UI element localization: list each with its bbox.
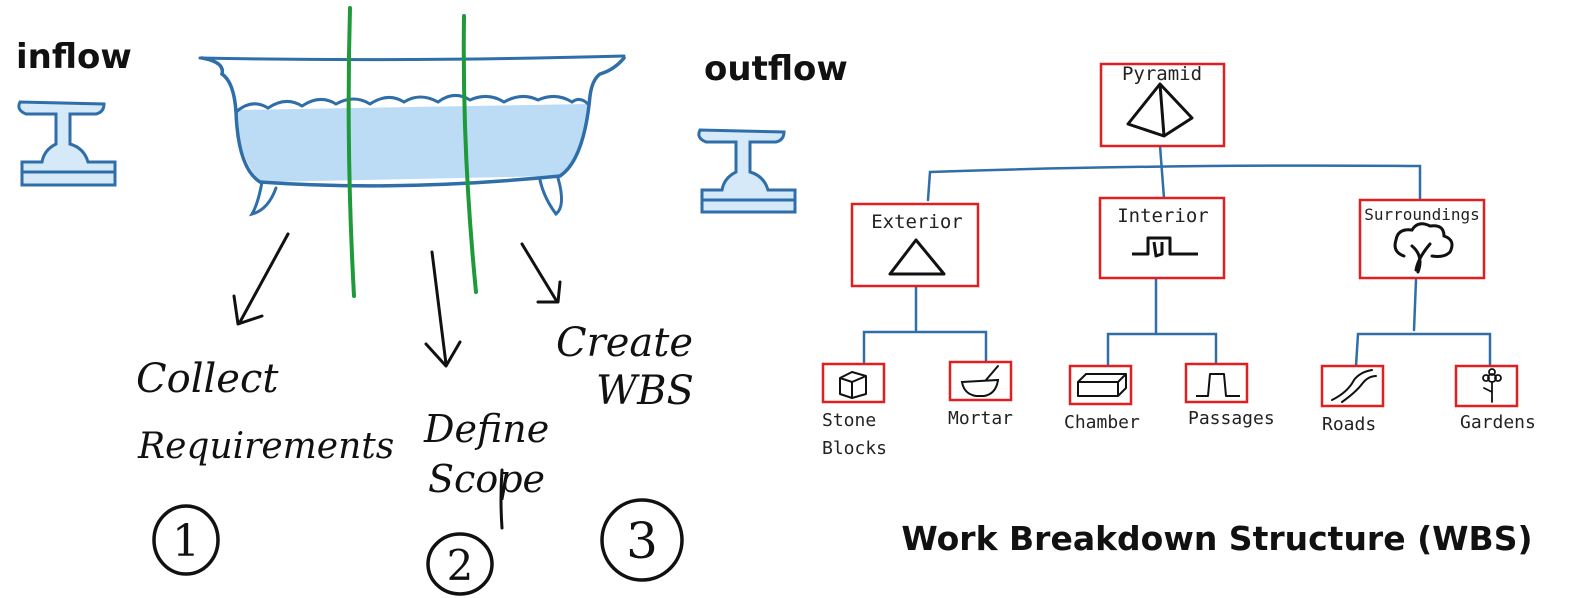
wbs-node-exterior-label: Exterior — [871, 211, 963, 233]
outflow-label: outflow — [704, 49, 848, 89]
step-1-line-2: Requirements — [137, 426, 394, 467]
wbs-connectors — [862, 144, 1492, 368]
wbs-node-roads: Roads — [1320, 364, 1385, 435]
triangle-icon — [888, 238, 946, 276]
bathtub-icon — [198, 54, 626, 217]
wbs-node-interior-label: Interior — [1117, 205, 1209, 227]
divider-line-2 — [461, 14, 478, 294]
chamber-box-icon — [1077, 373, 1127, 397]
step-3-number-badge: 3 — [600, 498, 684, 582]
wbs-node-roads-label: Roads — [1322, 414, 1376, 435]
step-3-line-1: Create — [556, 320, 693, 366]
pyramid-icon — [1126, 82, 1194, 138]
step-2-number-badge: 2 — [426, 532, 494, 596]
passage-icon — [1196, 373, 1240, 397]
step-1-line-1: Collect — [136, 356, 279, 402]
wbs-node-chamber-label: Chamber — [1064, 412, 1140, 433]
wbs-title: Work Breakdown Structure (WBS) — [901, 519, 1532, 558]
arrow-to-create — [520, 242, 562, 304]
wbs-node-passages-label: Passages — [1188, 408, 1275, 429]
wbs-node-gardens-label: Gardens — [1460, 412, 1536, 433]
wbs-node-surroundings-label: Surroundings — [1364, 205, 1480, 224]
wbs-node-interior: Interior — [1098, 196, 1226, 280]
wbs-node-mortar: Mortar — [948, 360, 1013, 429]
scope-tail-stroke — [499, 468, 504, 530]
step-1-number-badge: 1 — [152, 504, 220, 576]
wbs-node-mortar-label: Mortar — [948, 408, 1013, 429]
arrow-to-define — [424, 250, 462, 368]
wbs-node-surroundings: Surroundings — [1358, 198, 1486, 280]
wbs-node-stone-label-2: Blocks — [822, 438, 887, 459]
inflow-faucet-icon — [17, 100, 117, 187]
step-2-number: 2 — [447, 541, 474, 590]
inflow-label: inflow — [16, 37, 132, 77]
divider-line-1 — [346, 6, 356, 298]
wbs-node-stone-label-1: Stone — [822, 410, 876, 431]
step-2-line-2: Scope — [428, 457, 545, 501]
outflow-faucet-icon — [697, 128, 797, 214]
flower-icon — [1482, 368, 1502, 403]
wbs-node-pyramid-label: Pyramid — [1122, 63, 1202, 85]
wbs-node-gardens: Gardens — [1454, 364, 1536, 433]
road-icon — [1331, 369, 1377, 403]
step-3-number: 3 — [626, 512, 658, 570]
step-3-line-2: WBS — [596, 368, 694, 414]
wbs-node-passages: Passages — [1184, 362, 1275, 429]
step-2-line-1: Define — [423, 407, 549, 451]
wbs-node-exterior: Exterior — [850, 202, 980, 288]
wbs-node-stone-blocks: Stone Blocks — [821, 362, 887, 459]
interior-icon — [1132, 236, 1198, 258]
arrow-to-collect — [232, 232, 290, 326]
wbs-node-pyramid: Pyramid — [1099, 62, 1226, 148]
step-1-number: 1 — [172, 516, 200, 567]
mortar-bowl-icon — [960, 365, 1000, 397]
wbs-node-chamber: Chamber — [1064, 364, 1140, 433]
cloud-tree-icon — [1393, 222, 1454, 274]
cube-icon — [839, 371, 867, 399]
